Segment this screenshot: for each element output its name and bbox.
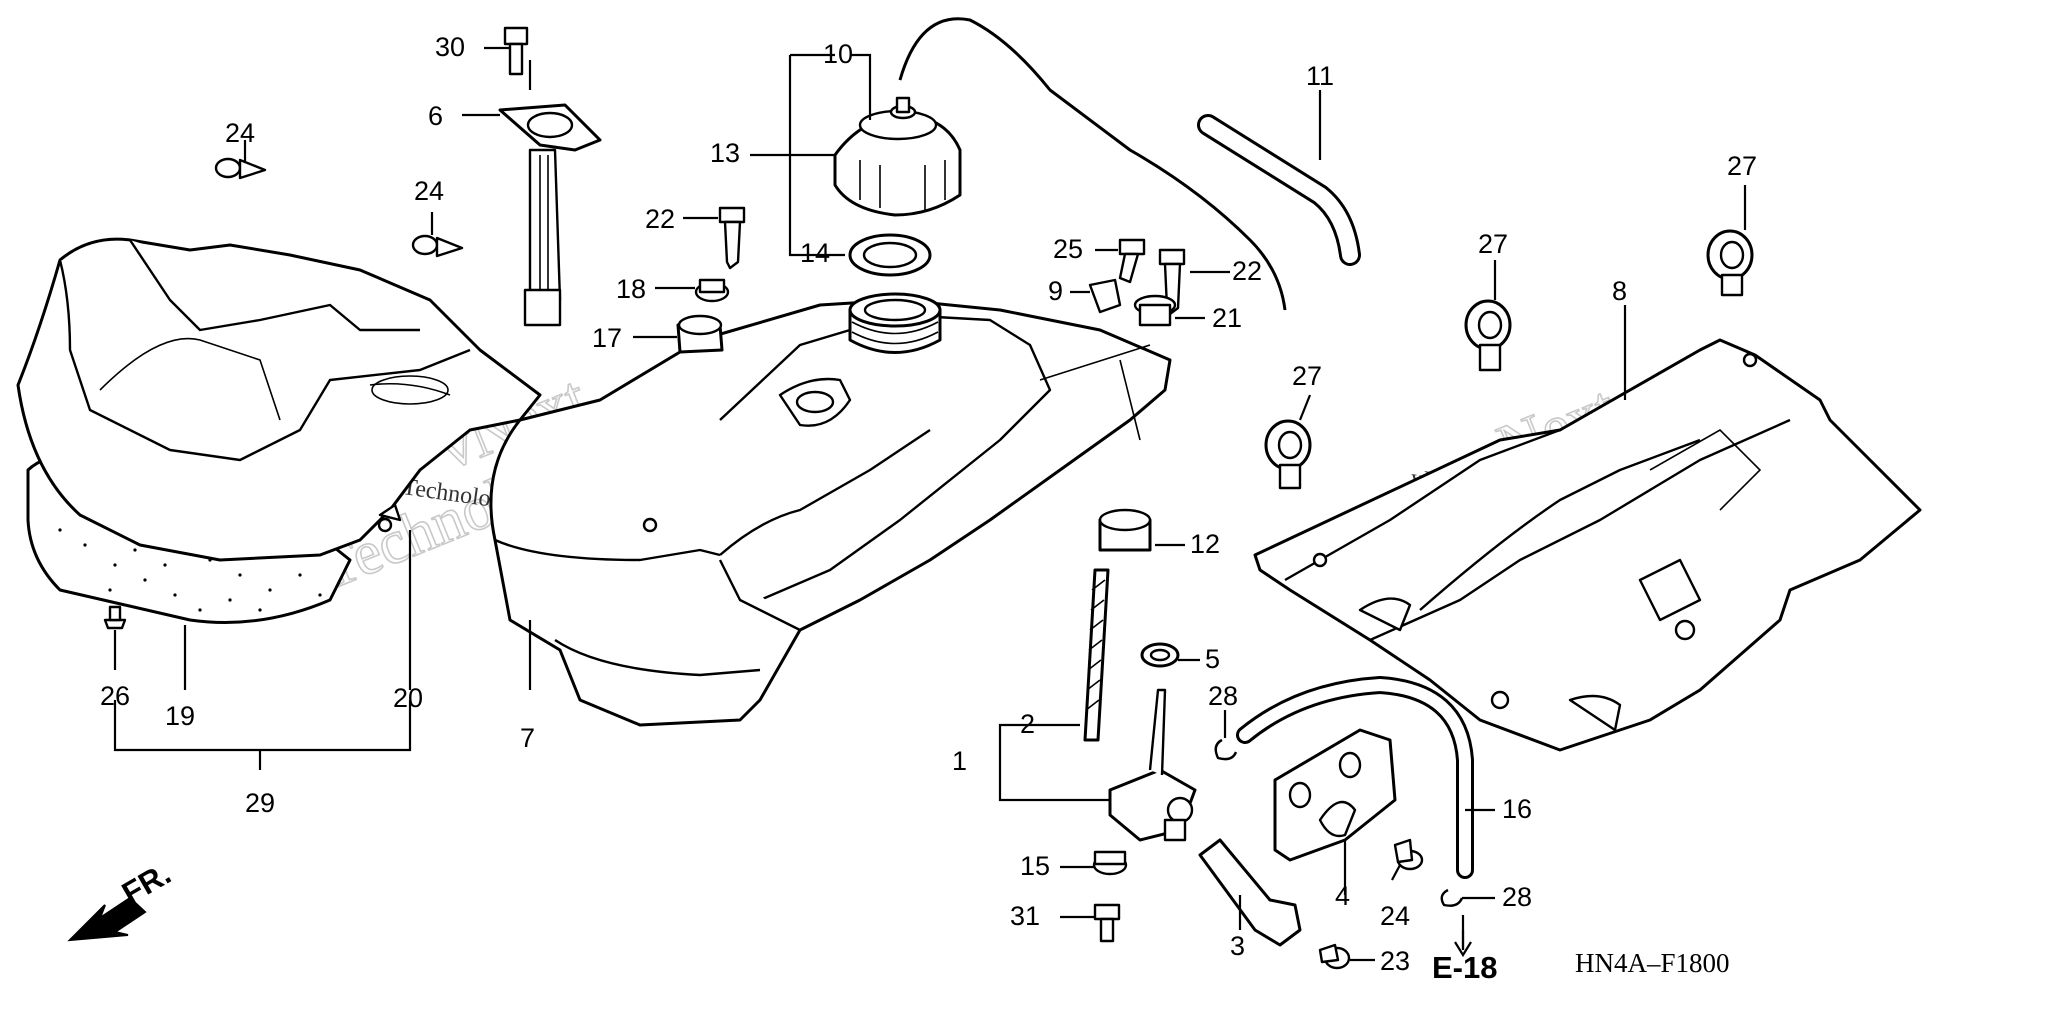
callout-22b: 22	[1232, 256, 1262, 286]
callout-17: 17	[592, 323, 622, 353]
callout-16: 16	[1502, 794, 1532, 824]
callout-23: 23	[1380, 946, 1410, 976]
heat-shield-assembly	[16, 237, 542, 624]
callout-13: 13	[710, 138, 740, 168]
callout-5: 5	[1205, 644, 1220, 674]
callout-30: 31	[1010, 901, 1040, 931]
hose-clip-28b	[1440, 888, 1464, 907]
callout-29: 30	[435, 32, 465, 62]
cap-gasket	[848, 233, 932, 277]
callout-15: 15	[1020, 851, 1050, 881]
callout-8: 8	[1612, 276, 1627, 306]
clamp-27b	[1706, 229, 1754, 297]
callout-11: 11	[1306, 61, 1334, 91]
reference-arrow	[1454, 930, 1472, 958]
bolt-22a	[718, 206, 746, 270]
bolt-24c	[1393, 838, 1424, 871]
callout-1: 1	[952, 746, 967, 776]
front-direction-arrow: FR.	[67, 856, 177, 942]
clamp-27a	[1464, 299, 1512, 372]
grommet-12	[1098, 508, 1152, 552]
clip-26	[103, 605, 127, 630]
callout-6: 6	[428, 101, 443, 131]
reference-e18: E-18	[1432, 950, 1497, 985]
callout-4: 4	[1335, 881, 1350, 911]
bolt-25	[1118, 238, 1146, 284]
fuel-gauge	[498, 103, 602, 327]
callout-28a: 28	[1208, 681, 1238, 711]
fuel-valve	[1108, 688, 1197, 842]
fuel-cap	[833, 96, 962, 217]
callout-27c: 27	[1292, 361, 1322, 391]
callout-31: 29	[245, 788, 275, 818]
screw-23	[1318, 943, 1351, 970]
callout-28b: 28	[1502, 882, 1532, 912]
strainer-2	[1083, 568, 1110, 742]
bracket-4	[1273, 728, 1397, 862]
clip-24b	[411, 234, 464, 258]
callout-3: 3	[1230, 931, 1245, 961]
valve-lever-3	[1198, 838, 1302, 947]
callout-19: 19	[165, 701, 195, 731]
callout-24c: 24	[1380, 901, 1410, 931]
callout-labels: 30 6 24 24 22 18 17 10 13 14 11 25 22 9 …	[100, 32, 1757, 976]
tank-under-guard	[1253, 338, 1922, 752]
callout-7: 7	[520, 723, 535, 753]
callout-20: 20	[393, 683, 423, 713]
callout-27a: 27	[1478, 229, 1508, 259]
callout-2: 2	[1020, 709, 1035, 739]
callout-21: 21	[1212, 303, 1242, 333]
hose-clip-28a	[1214, 738, 1238, 761]
callout-26: 26	[100, 681, 130, 711]
callout-12: 12	[1190, 529, 1220, 559]
collar-21	[1133, 294, 1177, 327]
nut-9	[1088, 278, 1122, 314]
callout-24b: 24	[414, 176, 444, 206]
bolt-30	[1093, 903, 1121, 943]
clip-24a	[214, 157, 267, 180]
callout-25: 25	[1053, 234, 1083, 264]
o-ring-5	[1140, 642, 1180, 668]
callout-14: 14	[800, 238, 830, 268]
leader-lines	[113, 46, 1747, 962]
callout-18: 18	[616, 274, 646, 304]
fuel-tank	[489, 292, 1172, 727]
callout-22a: 22	[645, 204, 675, 234]
bolt-29	[503, 26, 529, 76]
clamp-27c	[1264, 419, 1312, 490]
callout-24a: 24	[225, 118, 255, 148]
callout-27b: 27	[1727, 151, 1757, 181]
callout-9: 9	[1048, 276, 1063, 306]
diagram-code: HN4A–F1800	[1575, 948, 1730, 978]
callout-10: 10	[823, 39, 853, 69]
washer-15	[1092, 850, 1128, 876]
grommet-18	[694, 278, 730, 303]
grommet-17	[676, 314, 724, 354]
